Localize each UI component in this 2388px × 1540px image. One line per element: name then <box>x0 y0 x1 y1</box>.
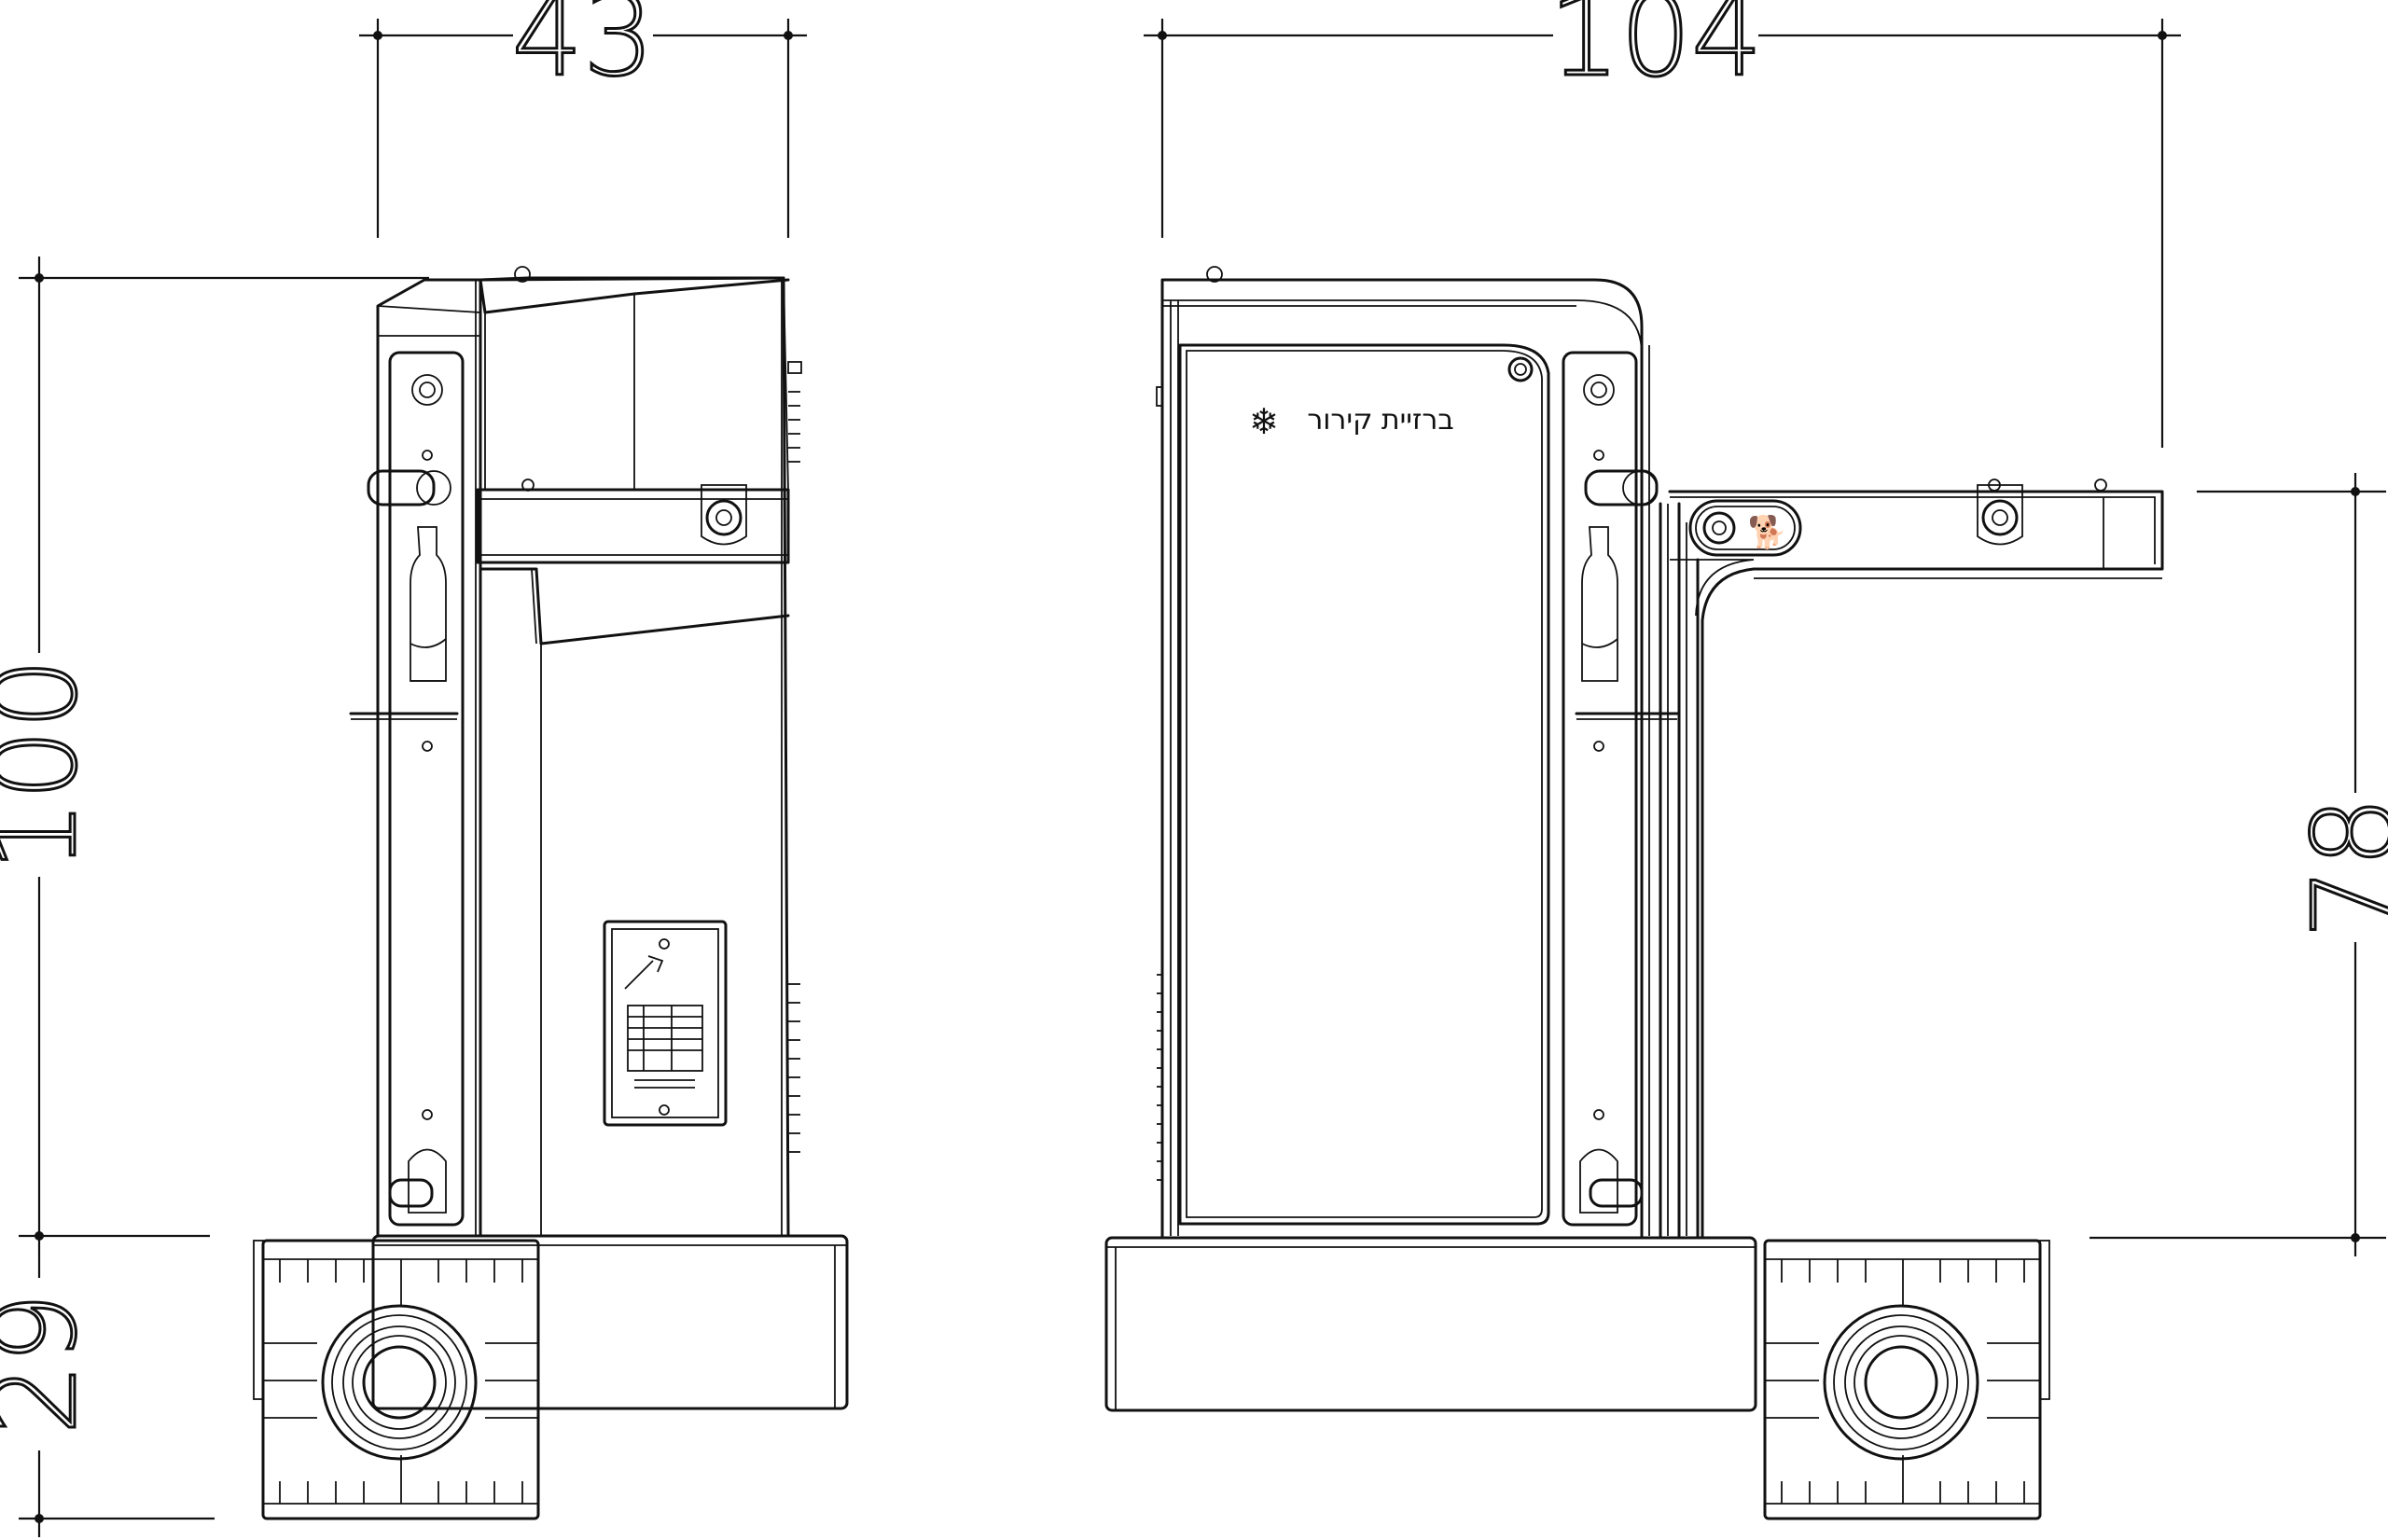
right-front-view: ❄ ברזיית קירור <box>1104 266 2164 1520</box>
dimension-left-width: 43 <box>359 0 807 238</box>
dimension-label-78: 78 <box>2290 797 2388 939</box>
dimension-label-29: 29 <box>0 1293 102 1436</box>
dog-icon: 🐕 <box>1748 514 1787 551</box>
cold-water-label: ברזיית קירור <box>1307 404 1453 437</box>
left-side-view <box>253 266 849 1520</box>
dimension-label-100: 100 <box>0 658 102 871</box>
dimension-right-height: 78 <box>2090 473 2388 1256</box>
dimension-label-43: 43 <box>512 0 655 102</box>
snowflake-icon: ❄ <box>1249 401 1279 442</box>
dimension-left-height: 100 29 <box>0 257 429 1537</box>
dimension-label-104: 104 <box>1548 0 1762 102</box>
dimension-right-width: 104 <box>1144 0 2181 448</box>
